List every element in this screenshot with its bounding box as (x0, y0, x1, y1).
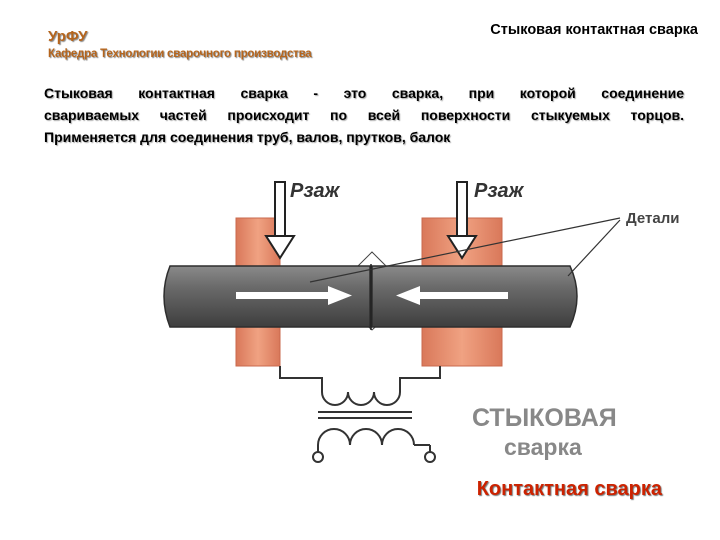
footer-caption: Контактная сварка (476, 478, 662, 500)
left-force-arrow-icon (264, 181, 296, 260)
right-force-arrow-icon (446, 181, 478, 260)
parts-label: Детали (626, 210, 679, 227)
transformer-icon (279, 366, 441, 463)
intro-line-1: Стыковая контактная сварка - это сварка,… (44, 85, 684, 101)
intro-line-2: свариваемых частей происходит по всей по… (44, 107, 684, 123)
welding-type-line-2: сварка (504, 434, 582, 460)
org-logo-text: УрФУ (48, 28, 88, 45)
right-force-label: Pзаж (474, 180, 525, 202)
welding-type-line-1: СТЫКОВАЯ (472, 404, 617, 432)
parts-leader-1 (309, 217, 621, 283)
left-motion-arrow (236, 286, 352, 305)
department-name: Кафедра Технологии сварочного производст… (48, 48, 312, 60)
left-force-label: Pзаж (290, 180, 341, 202)
parts-leader-2 (567, 219, 621, 277)
intro-text: Стыковая контактная сварка - это сварка,… (44, 82, 684, 148)
intro-line-3: Применяется для соединения труб, валов, … (44, 129, 451, 145)
right-motion-arrow (396, 286, 508, 305)
slide-title: Стыковая контактная сварка (490, 22, 698, 38)
